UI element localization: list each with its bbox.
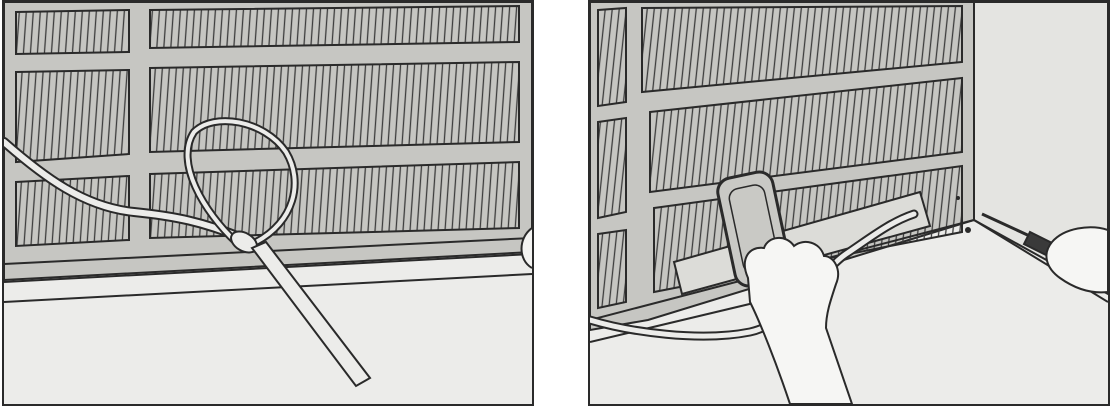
louver-cell [150, 6, 519, 48]
louver-cell [598, 118, 626, 218]
hand-holding-filter [745, 238, 852, 404]
panel-right-filter-removal [588, 0, 1110, 406]
louver-cell [16, 10, 129, 54]
screw-hole [965, 227, 971, 233]
louver-cell [150, 62, 519, 152]
panel-left-cable-tie [2, 0, 534, 406]
screw-hole [956, 196, 960, 200]
louver-cell [598, 8, 626, 106]
louver-cell [598, 230, 626, 308]
grille-louvers [16, 6, 519, 246]
louver-cell [16, 70, 129, 162]
hand-holding-screwdriver [1046, 227, 1108, 292]
